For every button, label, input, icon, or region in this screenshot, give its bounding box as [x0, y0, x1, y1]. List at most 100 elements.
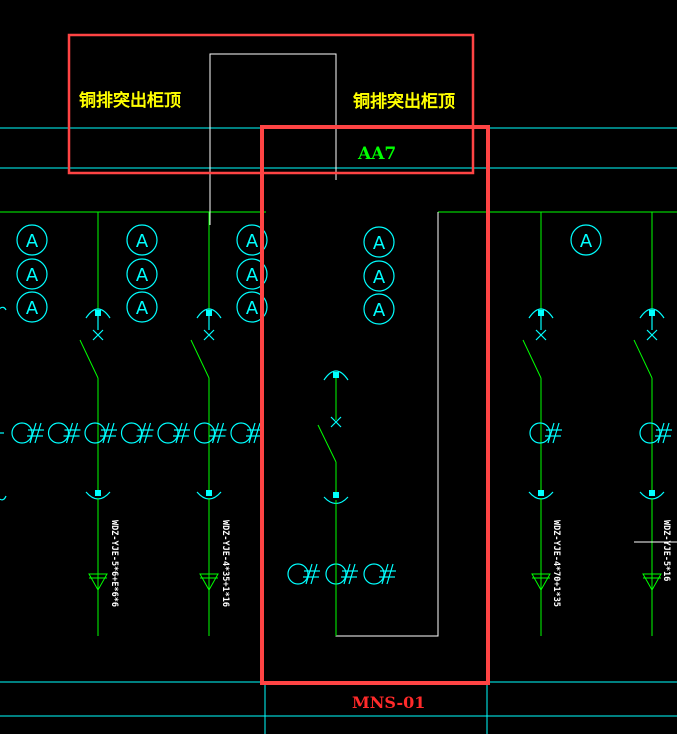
ammeter-letter: A	[246, 265, 259, 286]
ct-hash	[143, 422, 152, 444]
ammeter-letter: A	[373, 300, 386, 321]
ct-ring	[47, 422, 70, 444]
current-transformer-icon	[11, 422, 44, 444]
ct-hash	[381, 563, 389, 585]
breaker-cross-icon	[535, 329, 547, 341]
ct-hash	[138, 422, 147, 444]
arrester-triangle-icon	[199, 573, 219, 592]
cable-labels: WDZ-YJE-5*6+E*6*6 WDZ-YJE-4*35+1*16 WDZ-…	[109, 520, 671, 607]
ct-hash	[253, 422, 261, 444]
ct-hash	[386, 563, 394, 585]
breaker-cross-icon	[92, 329, 104, 341]
ct-hash	[65, 422, 74, 444]
current-transformer-icon	[529, 422, 562, 444]
current-transformer-icon	[193, 422, 227, 444]
ammeter-letter: A	[26, 265, 39, 286]
ammeter-icon	[126, 291, 158, 323]
ct-hash	[29, 422, 37, 444]
arrester-triangle-icon	[531, 573, 551, 592]
ammeter-icon	[236, 258, 268, 290]
ct-hash	[211, 422, 220, 444]
highlight-busbar-box	[67, 33, 475, 175]
busbar-note-right: 铜排突出柜顶	[353, 91, 455, 112]
feeder-circuit	[79, 212, 111, 636]
current-transformer-icon	[363, 563, 396, 585]
ct-hash	[107, 422, 115, 444]
plug-contact-icon	[196, 308, 222, 319]
ct-hash	[662, 422, 670, 444]
ct-hash	[305, 563, 313, 585]
ammeter-icon	[16, 224, 48, 256]
ammeter-group	[16, 224, 602, 325]
ct-hash	[348, 563, 356, 585]
current-transformer-icon	[639, 422, 672, 444]
ct-hash	[180, 422, 188, 444]
current-transformer-icon	[120, 422, 154, 444]
current-transformer-chains	[0, 422, 672, 585]
breaker-cross-icon	[203, 329, 215, 341]
ct-hash	[657, 422, 665, 444]
plug-contact-icon	[0, 495, 7, 501]
ct-ring	[230, 422, 252, 444]
cable-label: WDZ-YJE-5*6+E*6*6	[109, 520, 119, 607]
busbar-note-left: 铜排突出柜顶	[79, 90, 181, 111]
ammeter-icon	[570, 224, 602, 256]
highlight-annotations	[67, 33, 490, 685]
breaker-cross-icon	[646, 329, 658, 341]
ammeter-icon	[363, 260, 395, 292]
ct-ring	[120, 422, 143, 444]
feeder-circuit	[522, 212, 554, 636]
switch-blade	[79, 339, 99, 379]
plug-contact-icon	[639, 308, 665, 319]
cabinet-id-label: AA7	[357, 144, 396, 164]
plug-contact-dot	[649, 310, 655, 316]
ammeter-icon	[363, 226, 395, 258]
plug-contact-icon	[528, 308, 554, 319]
ct-ring	[287, 563, 309, 585]
feeder-circuit	[190, 212, 222, 636]
ammeter-icon	[126, 258, 158, 290]
ammeter-letters: A A A A A A A A A A A A A	[26, 231, 593, 321]
cable-label: WDZ-YJE-5*16	[661, 520, 671, 581]
ammeter-icon	[363, 293, 395, 325]
ammeter-letter: A	[580, 231, 593, 252]
ct-hash	[310, 563, 318, 585]
plug-contact-dot	[95, 490, 101, 496]
cable-label: WDZ-YJE-4*35+1*16	[220, 520, 230, 607]
plug-contact-dot	[95, 310, 101, 316]
ammeter-letter: A	[373, 267, 386, 288]
current-transformer-icon	[47, 422, 81, 444]
plug-contact-icon	[0, 306, 7, 311]
panel-id-label: MNS-01	[352, 693, 425, 712]
ct-hash	[216, 422, 225, 444]
ct-hash	[343, 563, 351, 585]
plug-contact-dot	[538, 490, 544, 496]
plug-contact-dot	[538, 310, 544, 316]
ct-hash	[70, 422, 79, 444]
ammeter-icon	[16, 258, 48, 290]
plug-contact-dot	[206, 490, 212, 496]
ct-ring	[11, 422, 33, 444]
ammeter-icon	[126, 224, 158, 256]
switch-blade	[522, 339, 542, 379]
feeder-circuit	[633, 212, 665, 636]
current-transformer-icon	[157, 422, 190, 444]
ct-hash	[102, 422, 110, 444]
ct-ring	[363, 563, 385, 585]
current-transformer-icon	[287, 563, 320, 585]
ct-hash	[552, 422, 560, 444]
ct-hash	[34, 422, 42, 444]
switch-blade	[633, 339, 653, 379]
feeder-circuits	[0, 212, 665, 636]
ammeter-letter: A	[373, 233, 386, 254]
ct-ring	[193, 422, 216, 444]
ct-ring	[157, 422, 179, 444]
ct-ring	[84, 422, 106, 444]
highlight-aa7-box	[260, 125, 490, 685]
ct-hash	[547, 422, 555, 444]
arrester-triangle-icon	[642, 573, 662, 592]
ct-ring	[529, 422, 551, 444]
ammeter-icon	[236, 291, 268, 323]
ammeter-icon	[16, 291, 48, 323]
